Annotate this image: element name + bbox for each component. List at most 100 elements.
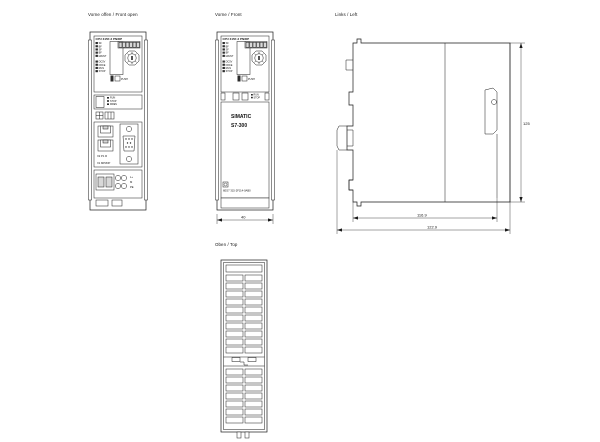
led-label: DC5V	[99, 61, 106, 64]
mode-position-label: RUN	[254, 94, 259, 97]
connector-x1-mpi-dp[interactable]	[119, 123, 139, 165]
led-label: SF	[99, 49, 103, 52]
brand-text: SIMATIC	[231, 114, 252, 120]
slot-lever	[110, 75, 114, 82]
dimension-depth-outer-text: 122.9	[427, 225, 438, 230]
top-bottom-tabs	[236, 431, 250, 439]
memory-card-slot	[236, 41, 251, 75]
rail-hook-upper	[345, 59, 353, 71]
mode-selector-switch[interactable]	[251, 50, 267, 66]
led-label: BF	[99, 45, 103, 48]
push-button[interactable]	[114, 75, 121, 82]
dimension-width-text: 40	[241, 215, 246, 220]
view-top-label: Oben / Top	[215, 242, 238, 247]
mode-position-label: STOP	[254, 96, 261, 99]
side-profile-outline	[346, 38, 511, 207]
led-label: BF	[99, 52, 103, 55]
door-latch	[484, 87, 498, 135]
latch-pivot	[491, 99, 497, 105]
dimension-height-text: 125	[523, 121, 530, 126]
dimension-height	[510, 42, 525, 203]
led-label: MAINT	[99, 55, 107, 58]
led-label: FRCE	[226, 64, 233, 67]
mode-position-label: MRES	[110, 103, 117, 106]
bus-connector-inner	[347, 129, 354, 147]
led-group: SF BF SF BF MAINT DC5V FRCE RUN STOP	[222, 42, 234, 73]
front-drawing: CPU 315F-2 PN/DP SF BF SF BF MAINT DC5V …	[215, 31, 275, 224]
mode-selector-switch[interactable]	[124, 50, 140, 66]
ventilation-grille-lower	[225, 368, 263, 424]
port-x2-p1[interactable]	[97, 125, 114, 138]
front-panel-top	[93, 35, 143, 93]
terminal-label: PE	[130, 185, 134, 189]
port-label-x2: X2 P1 R	[97, 154, 107, 158]
slot-lever	[237, 75, 241, 82]
bottom-bezel	[220, 197, 270, 209]
front-panel-top	[220, 35, 270, 93]
dimension-depth-outer	[336, 150, 511, 234]
led-label: BF	[226, 52, 230, 55]
led-label: DC5V	[226, 61, 233, 64]
label-strip	[95, 96, 105, 108]
led-group: SF BF SF BF MAINT DC5V FRCE RUN STOP	[95, 42, 107, 73]
led-label: SF	[226, 49, 230, 52]
door-hinge-row	[220, 92, 270, 101]
led-label: MAINT	[226, 55, 234, 58]
led-label: FRCE	[99, 64, 106, 67]
terminal-labels: L+ M PE	[130, 175, 134, 189]
top-drawing	[220, 259, 268, 439]
front-open-drawing: CPU 315F-2 PN/DP SF BF SF BF MAINT DC5V …	[88, 31, 148, 211]
power-terminal-panel	[93, 169, 143, 199]
mode-position-label: STOP	[110, 100, 117, 103]
front-door[interactable]	[220, 101, 270, 199]
mode-position-labels: RUN STOP MRES	[107, 97, 117, 106]
mounting-rail-left	[88, 39, 92, 201]
terminal-block[interactable]	[95, 173, 127, 191]
dimension-width	[216, 214, 274, 224]
view-front-label: Vorne / Front	[215, 12, 242, 17]
backplane-bus-connector	[336, 125, 347, 151]
cable-clamp	[111, 199, 123, 207]
top-center-divider	[223, 356, 265, 367]
led-label: RUN	[226, 67, 232, 70]
ventilation-grille-upper	[225, 274, 263, 354]
push-button-label: PUSH	[121, 78, 128, 81]
mounting-rail-left	[215, 39, 219, 201]
led-label: SF	[226, 42, 230, 45]
rail-hook-lower	[348, 179, 353, 191]
door-mode-labels: RUN STOP	[251, 94, 261, 99]
left-side-drawing: 125 116.9 122.9	[336, 38, 530, 234]
micro-switch-block	[95, 111, 115, 120]
led-label: SF	[99, 42, 103, 45]
display-segments	[118, 42, 140, 48]
mode-position-label: RUN	[110, 97, 115, 100]
product-family-text: S7-300	[231, 123, 247, 129]
module-header-text: CPU 315F-2 PN/DP	[96, 37, 123, 41]
mounting-rail-right	[271, 39, 275, 201]
display-segments	[245, 42, 267, 48]
led-label: BF	[226, 45, 230, 48]
terminal-label: M	[130, 180, 133, 184]
view-left-label: Links / Left	[335, 12, 358, 17]
memory-card-slot	[109, 41, 124, 75]
led-label: RUN	[99, 67, 105, 70]
module-top-inner	[223, 262, 265, 430]
led-label: STOP	[226, 70, 233, 73]
mounting-rail-right	[144, 39, 148, 201]
terminal-label: L+	[130, 175, 133, 179]
switch-label-panel	[93, 94, 143, 110]
ports-panel	[93, 121, 143, 168]
view-front-open-label: Vorne offen / Front open	[88, 12, 138, 17]
port-label-x1: X1 MPI/DP	[97, 161, 110, 165]
push-button-label: PUSH	[248, 78, 255, 81]
module-header-text: CPU 315F-2 PN/DP	[223, 37, 250, 41]
dimension-depth-inner-text: 116.9	[417, 213, 427, 218]
strain-relief	[95, 199, 109, 207]
part-number-label: 6ES7 315-2FJ14-0AB0	[222, 181, 251, 193]
port-x2-p2[interactable]	[97, 139, 114, 152]
top-solid-band	[225, 264, 263, 273]
dimension-depth-inner	[352, 198, 498, 222]
part-number-text: 6ES7 315-2FJ14-0AB0	[223, 189, 251, 193]
push-button[interactable]	[241, 75, 248, 82]
